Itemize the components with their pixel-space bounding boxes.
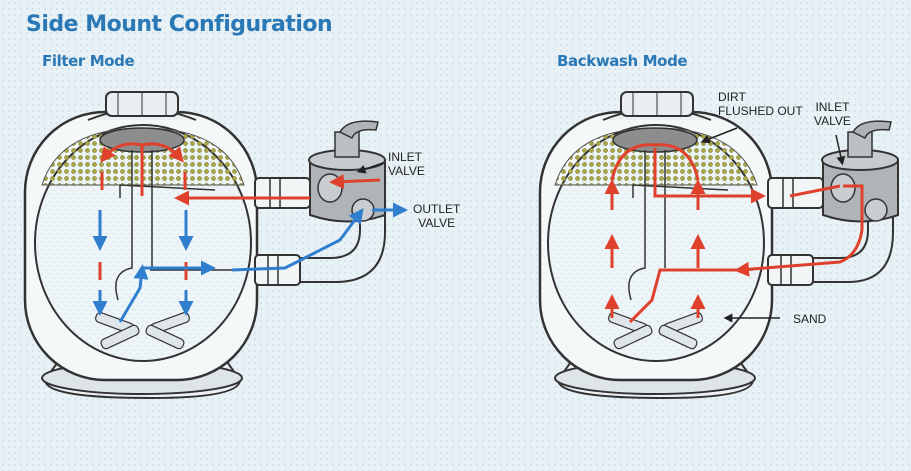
- backwash-outlet-coupling: [767, 254, 814, 286]
- filter-inlet-coupling: [254, 177, 311, 209]
- filter-lid: [87, 91, 197, 121]
- backwash-mode-diagram: [538, 91, 899, 400]
- filter-inlet-label-line2: VALVE: [388, 164, 425, 178]
- filter-outlet-label-line2: VALVE: [418, 216, 456, 230]
- filter-inlet-label-line1: INLET: [388, 150, 423, 164]
- backwash-mode-heading: Backwash Mode: [557, 52, 688, 70]
- filter-flow-arrows: [92, 142, 408, 323]
- filter-outlet-label: OUTLET VALVE: [413, 202, 460, 230]
- filter-mode-diagram: [23, 91, 408, 400]
- filter-mode-heading: Filter Mode: [42, 52, 135, 70]
- page-title: Side Mount Configuration: [26, 12, 333, 37]
- backwash-laterals: [608, 311, 703, 350]
- backwash-inlet-label: INLET VALVE: [814, 100, 851, 128]
- backwash-inlet-label-line2: VALVE: [814, 114, 851, 128]
- dirt-flushed-label: DIRT FLUSHED OUT: [718, 90, 803, 118]
- filter-inlet-label: INLET VALVE: [388, 150, 425, 178]
- sand-label: SAND: [793, 312, 827, 326]
- backwash-inlet-label-line1: INLET: [815, 100, 850, 114]
- backwash-flow-arrows: [604, 143, 864, 324]
- filter-inlet-pointer: [356, 162, 384, 174]
- dirt-pointer: [700, 127, 738, 144]
- backwash-multiport-valve: [821, 120, 899, 223]
- backwash-lid: [602, 91, 712, 121]
- backwash-inlet-coupling: [767, 177, 824, 209]
- dirt-label-line1: DIRT: [718, 90, 746, 104]
- filter-laterals: [95, 311, 190, 350]
- filter-multiport-valve: [308, 120, 386, 223]
- backwash-inlet-pointer: [835, 134, 846, 166]
- filter-outlet-label-line1: OUTLET: [413, 202, 461, 216]
- dirt-label-line2: FLUSHED OUT: [718, 104, 803, 118]
